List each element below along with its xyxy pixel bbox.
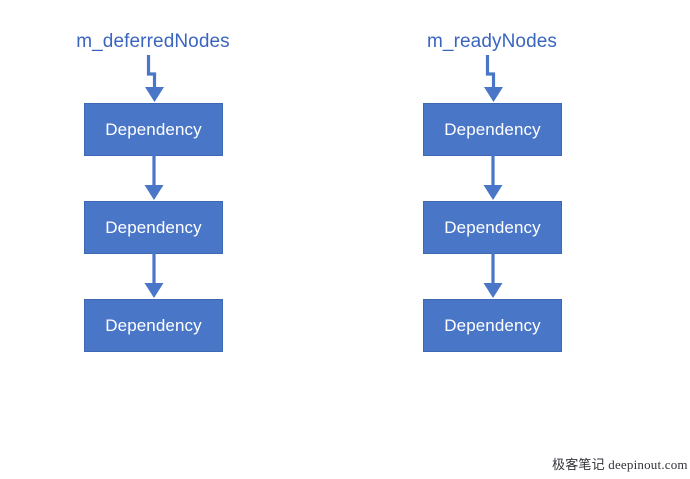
link-arrow-ready-2-3 <box>483 253 503 298</box>
dependency-node-label: Dependency <box>105 119 202 139</box>
entry-arrow-ready-line <box>485 55 496 88</box>
dependency-node-label: Dependency <box>105 315 202 335</box>
dependency-node-label: Dependency <box>444 315 541 335</box>
link-arrow-ready-1-2 <box>483 155 503 200</box>
column-label-deferred: m_deferredNodes <box>76 31 230 52</box>
link-arrow-deferred-2-3 <box>144 253 164 298</box>
dependency-node-deferred-1[interactable]: Dependency <box>84 103 223 156</box>
entry-arrow-deferred-head <box>145 87 164 102</box>
dependency-node-label: Dependency <box>444 119 541 139</box>
entry-arrow-deferred-line <box>146 55 157 88</box>
link-arrow-head <box>144 283 164 298</box>
dependency-node-ready-1[interactable]: Dependency <box>423 103 562 156</box>
link-arrow-head <box>144 185 164 200</box>
link-arrow-head <box>483 283 503 298</box>
link-arrow-deferred-1-2 <box>144 155 164 200</box>
dependency-node-deferred-2[interactable]: Dependency <box>84 201 223 254</box>
dependency-node-ready-2[interactable]: Dependency <box>423 201 562 254</box>
dependency-node-ready-3[interactable]: Dependency <box>423 299 562 352</box>
link-arrow-head <box>483 185 503 200</box>
column-label-ready: m_readyNodes <box>426 31 558 52</box>
dependency-node-label: Dependency <box>105 217 202 237</box>
entry-arrow-deferred <box>145 55 164 102</box>
watermark: 极客笔记 deepinout.com <box>552 457 688 472</box>
dependency-node-label: Dependency <box>444 217 541 237</box>
entry-arrow-ready <box>484 55 503 102</box>
entry-arrow-ready-head <box>484 87 503 102</box>
dependency-node-deferred-3[interactable]: Dependency <box>84 299 223 352</box>
